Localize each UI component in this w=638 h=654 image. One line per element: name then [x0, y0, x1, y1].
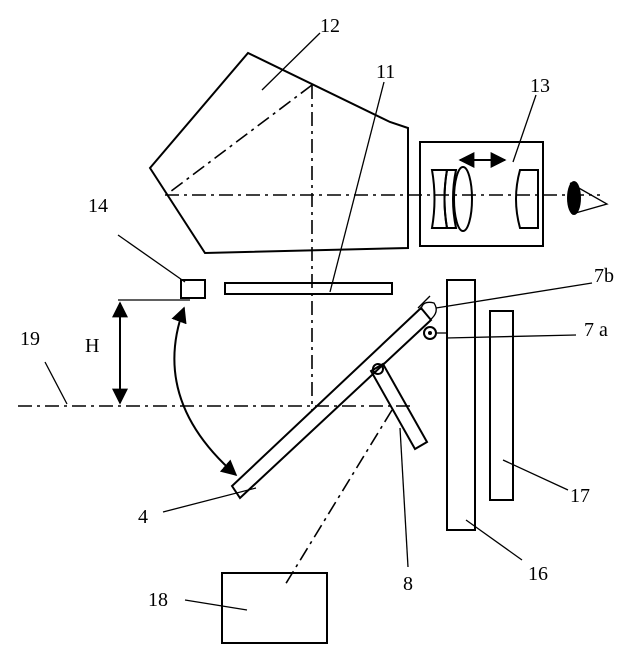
- shutter-16: [446, 279, 476, 531]
- label-h: H: [85, 335, 99, 357]
- label-7b: 7b: [594, 265, 614, 287]
- focus-unit-18: [221, 572, 328, 644]
- sensor-14: [180, 279, 206, 299]
- pentaprism-12: [148, 51, 409, 410]
- eyepiece-13: [419, 141, 544, 247]
- rotation-arrow: [171, 306, 238, 477]
- leader-lines: [44, 32, 593, 611]
- label-12: 12: [320, 15, 340, 37]
- focusing-screen-11: [224, 282, 393, 295]
- label-14: 14: [88, 195, 108, 217]
- main-mirror-4: [230, 295, 446, 500]
- label-7a: 7 a: [584, 319, 608, 341]
- height-dimension: [112, 299, 190, 405]
- eye-icon: [567, 181, 609, 215]
- label-19: 19: [20, 328, 40, 350]
- sub-mirror-8: [369, 362, 429, 451]
- image-sensor-17: [489, 310, 514, 501]
- label-13: 13: [530, 75, 550, 97]
- label-11: 11: [376, 61, 395, 83]
- label-4: 4: [138, 506, 148, 528]
- label-8: 8: [403, 573, 413, 595]
- label-18: 18: [148, 589, 168, 611]
- label-16: 16: [528, 563, 548, 585]
- label-17: 17: [570, 485, 590, 507]
